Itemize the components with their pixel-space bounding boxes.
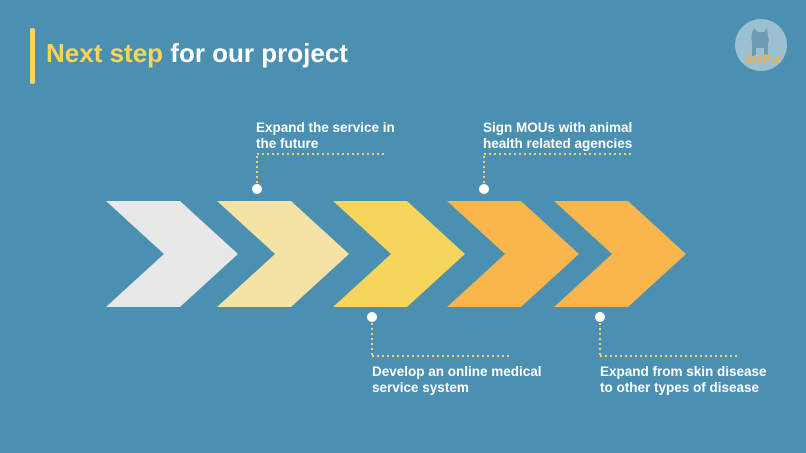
step-label-line: the future [256,136,319,151]
step-label-line: Expand from skin disease [600,364,767,379]
title-highlight: Next step [46,38,164,68]
step-label-line: Develop an online medical [372,364,542,379]
connector-top-2 [479,153,633,194]
step-label-line: Expand the service in [256,120,395,135]
step-label-sign-mous: Sign MOUs with animal health related age… [483,120,632,152]
step-label-line: health related agencies [483,136,633,151]
chevron-step-1 [106,201,238,307]
step-label-online-system: Develop an online medical service system [372,364,542,396]
step-label-line: Sign MOUs with animal [483,120,633,135]
title-rest: for our project [170,38,348,68]
step-label-expand-disease: Expand from skin disease to other types … [600,364,767,396]
chevron-step-2 [217,201,349,307]
chevron-step-3 [333,201,465,307]
connector-top-1 [252,153,384,194]
connector-bottom-2 [595,312,740,357]
step-label-line: service system [372,380,469,395]
step-label-expand-service: Expand the service in the future [256,120,395,152]
page-title: Next step for our project [46,38,348,69]
title-accent-bar [30,28,35,84]
chevron-step-5 [554,201,686,307]
step-label-line: to other types of disease [600,380,760,395]
logo-text: SOPet [744,52,781,66]
dog-silhouette-icon [735,19,787,71]
connector-bottom-1 [367,312,512,357]
chevron-step-4 [447,201,579,307]
